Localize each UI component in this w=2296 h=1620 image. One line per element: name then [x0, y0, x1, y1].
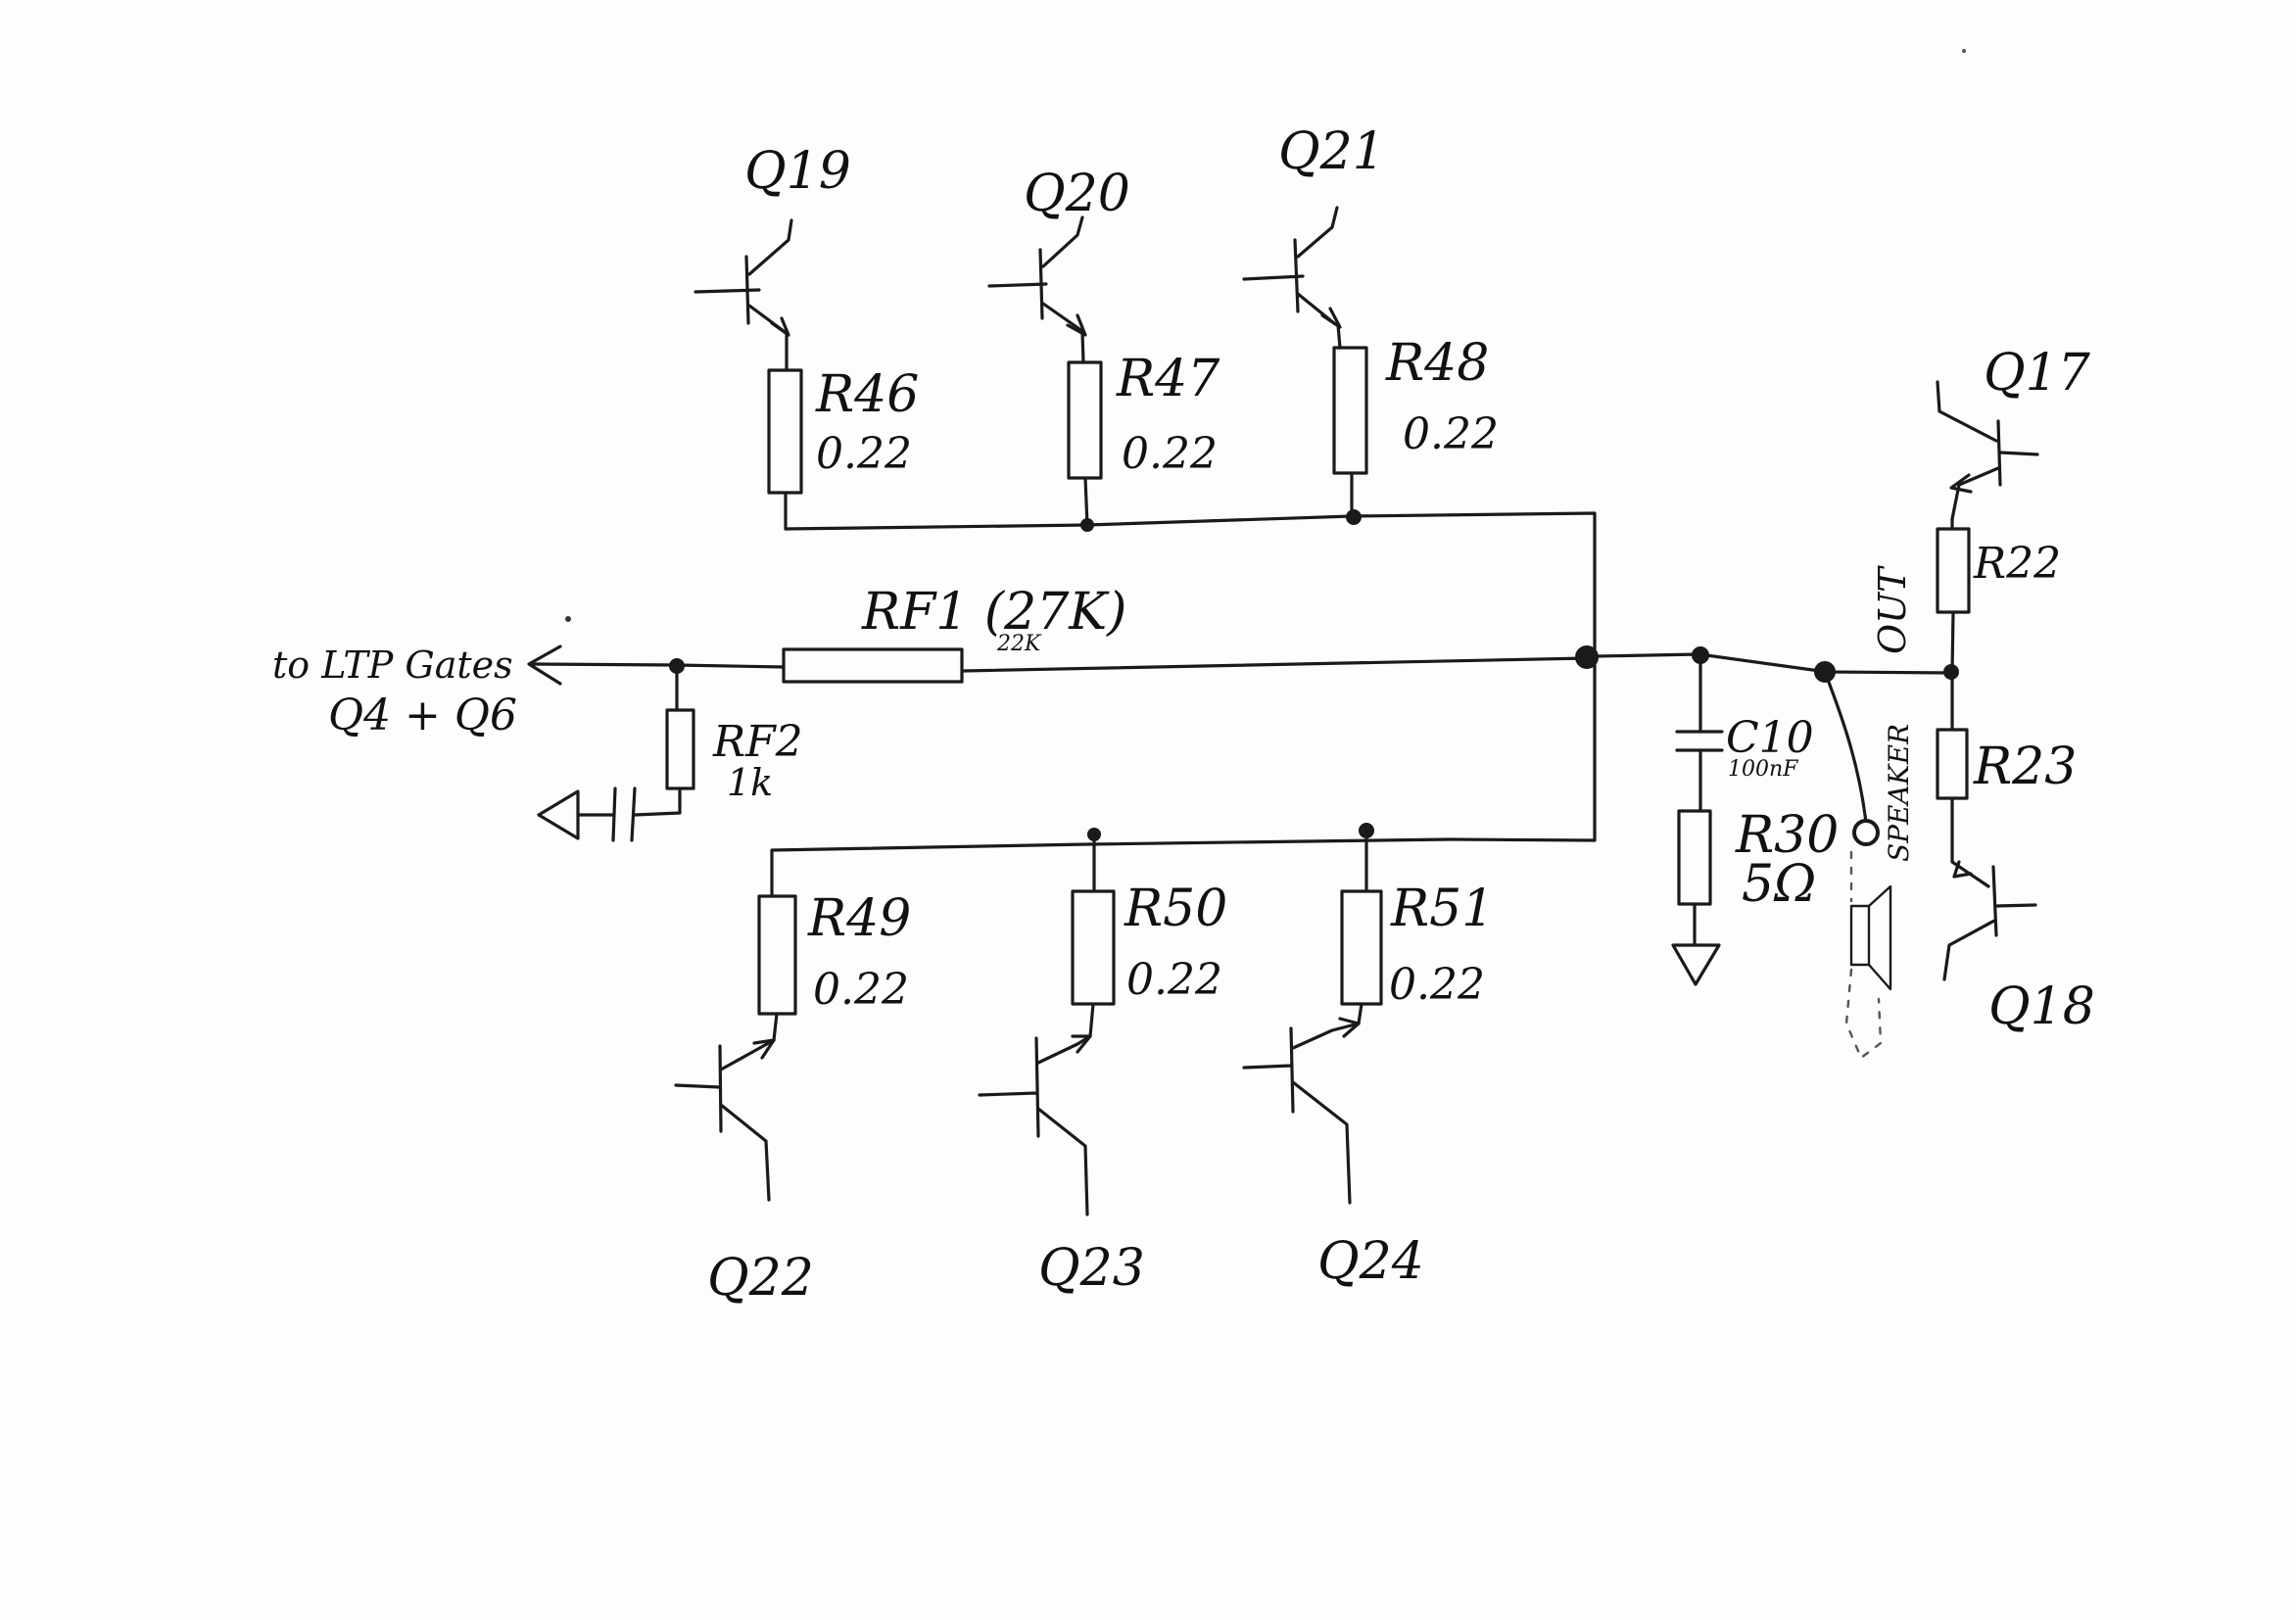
transistor-q19 — [694, 218, 793, 337]
label-q21: Q21 — [1278, 122, 1385, 181]
label-r47-value: 0.22 — [1122, 429, 1218, 479]
speaker-symbol — [1849, 904, 1871, 967]
ground-rf2 — [537, 789, 580, 840]
junction-top-1 — [1080, 518, 1094, 532]
transistor-q23 — [978, 1034, 1092, 1216]
label-c10: C10 — [1726, 713, 1814, 763]
label-out: OUT — [1871, 565, 1914, 654]
resistor-r30 — [1677, 809, 1712, 906]
label-rf2: RF2 — [712, 717, 803, 767]
resistor-r46 — [767, 368, 803, 495]
resistor-r50 — [1071, 889, 1116, 1006]
capacitor-rf2-ground — [576, 786, 637, 842]
label-r51-value: 0.22 — [1389, 960, 1485, 1010]
label-r51: R51 — [1390, 880, 1494, 938]
junction-top-2 — [1346, 509, 1362, 525]
label-r50: R50 — [1124, 880, 1227, 938]
label-r30-value: 5Ω — [1742, 855, 1816, 914]
label-q19: Q19 — [744, 142, 851, 201]
ink-speck — [1962, 49, 1966, 53]
label-q23: Q23 — [1038, 1239, 1145, 1298]
label-q24: Q24 — [1317, 1232, 1424, 1291]
capacitor-c10 — [1675, 730, 1724, 752]
label-q22: Q22 — [707, 1249, 814, 1308]
transistor-q18 — [1942, 860, 2037, 981]
top-emitter-bus — [784, 491, 1597, 658]
resistor-r23 — [1936, 728, 1969, 800]
label-rf1-alt: 22K — [996, 632, 1042, 656]
resistor-r48 — [1332, 346, 1368, 475]
label-r46-value: 0.22 — [816, 429, 912, 479]
speaker-terminal — [1852, 819, 1880, 846]
label-q4-q6: Q4 + Q6 — [328, 691, 517, 740]
resistor-rf1 — [782, 647, 964, 684]
label-speaker: SPEAKER — [1883, 724, 1915, 862]
arrow-to-ltp — [527, 644, 562, 686]
label-q20: Q20 — [1024, 165, 1130, 223]
label-r49-value: 0.22 — [813, 965, 909, 1015]
transistor-q21 — [1242, 206, 1342, 329]
resistor-r49 — [757, 894, 797, 1016]
label-rf2-value: 1k — [727, 761, 773, 804]
label-q17: Q17 — [1984, 344, 2091, 403]
label-r22: R22 — [1973, 539, 2061, 589]
label-r48: R48 — [1385, 334, 1489, 393]
transistor-q17 — [1936, 380, 2039, 521]
label-r50-value: 0.22 — [1126, 955, 1222, 1005]
label-r46: R46 — [815, 365, 919, 424]
resistor-r51 — [1340, 889, 1383, 1006]
resistor-r47 — [1067, 360, 1103, 480]
label-r47: R47 — [1116, 350, 1220, 408]
resistor-rf2 — [665, 708, 695, 790]
label-q18: Q18 — [1988, 977, 2095, 1036]
label-to-ltp-gates: to LTP Gates — [272, 643, 513, 687]
transistor-q20 — [987, 215, 1087, 337]
label-r30: R30 — [1735, 806, 1839, 865]
transistor-q24 — [1242, 1017, 1361, 1205]
label-c10-value: 100nF — [1728, 757, 1798, 782]
label-r23: R23 — [1973, 738, 2077, 796]
ground-r30 — [1671, 943, 1721, 986]
label-rf1: RF1 (27K) — [861, 583, 1126, 642]
label-r48-value: 0.22 — [1403, 409, 1499, 459]
transistor-q22 — [674, 1038, 776, 1202]
resistor-r22 — [1936, 527, 1971, 614]
label-r49: R49 — [807, 889, 911, 948]
ink-speck — [565, 616, 571, 622]
